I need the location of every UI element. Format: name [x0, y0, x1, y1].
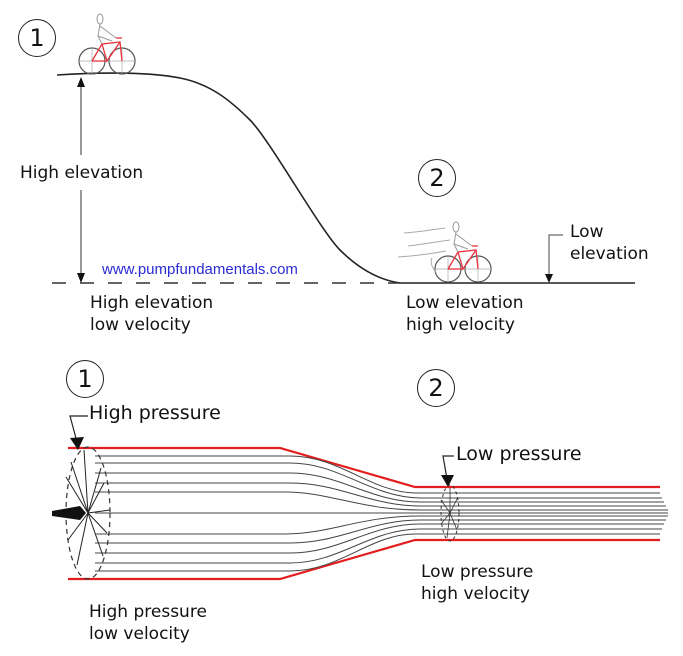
caption-1-top-line1: High elevation	[90, 293, 214, 313]
low-pressure-pointer	[441, 455, 454, 487]
high-elevation-label: High elevation	[20, 163, 144, 183]
caption-2-bottom-line1: Low pressure	[421, 562, 534, 582]
hill-curve	[56, 72, 635, 284]
marker-2-bottom: 2	[417, 369, 455, 407]
caption-1-bottom-line2: low velocity	[89, 624, 190, 644]
marker-1-top: 1	[18, 19, 56, 57]
high-elevation-dimension-arrow	[77, 77, 85, 283]
low-pressure-burst-icon	[440, 484, 460, 542]
bicycle-rider-1-icon	[78, 13, 136, 75]
caption-2-bottom-line2: high velocity	[421, 584, 530, 604]
streamlines	[95, 455, 668, 572]
low-elevation-label-line2: elevation	[570, 244, 649, 264]
high-pressure-pointer	[69, 415, 88, 450]
website-link[interactable]: www.pumpfundamentals.com	[102, 261, 298, 278]
low-pressure-label: Low pressure	[456, 443, 582, 465]
low-elevation-label-line1: Low	[570, 222, 604, 242]
pipe-wall	[68, 446, 660, 581]
caption-2-top-line1: Low elevation	[406, 293, 524, 313]
marker-2-top: 2	[418, 159, 456, 197]
pipe-wall-bottom	[68, 538, 660, 581]
pipe-wall-top	[68, 446, 660, 489]
bicycle-rider-2-icon	[434, 221, 492, 283]
high-pressure-burst-icon	[52, 446, 111, 580]
high-pressure-label: High pressure	[89, 402, 221, 424]
marker-1-bottom: 1	[66, 360, 104, 398]
low-elevation-dimension-arrow	[545, 234, 563, 283]
caption-2-top-line2: high velocity	[406, 315, 515, 335]
caption-1-bottom-line1: High pressure	[89, 602, 207, 622]
speed-lines-icon	[397, 227, 451, 273]
caption-1-top-line2: low velocity	[90, 315, 191, 335]
